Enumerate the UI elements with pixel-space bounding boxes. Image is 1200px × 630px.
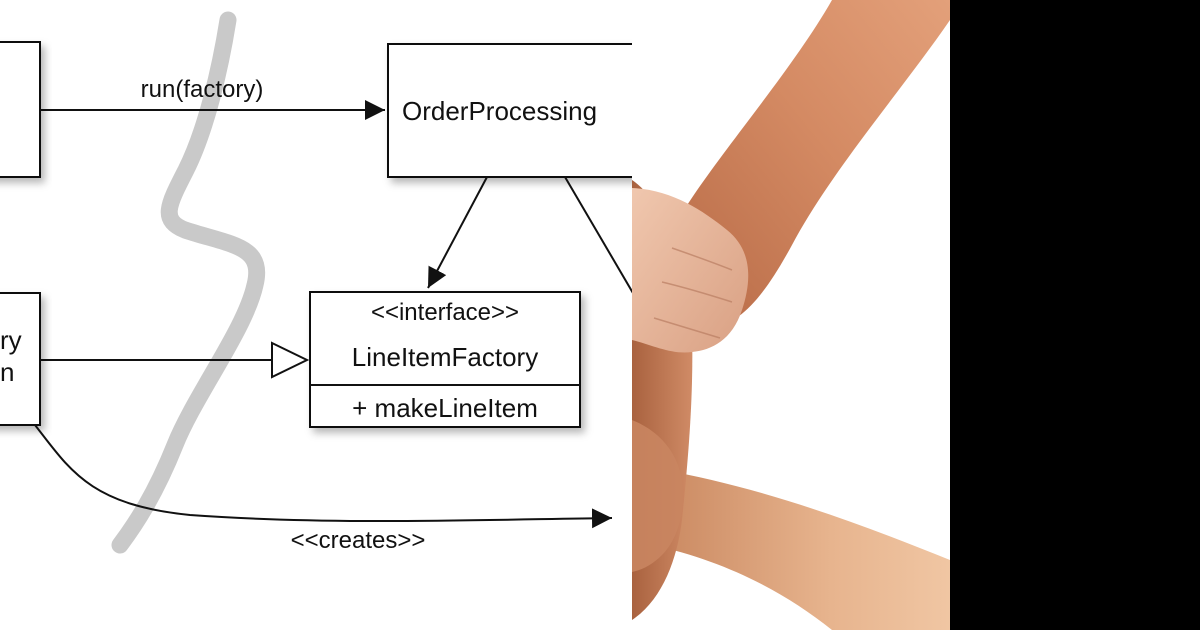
factory-impl-box bbox=[0, 292, 41, 426]
run-label: run(factory) bbox=[141, 76, 264, 103]
factory-impl-label-line2: n bbox=[0, 357, 14, 387]
creates-edge bbox=[34, 424, 613, 529]
main-box bbox=[0, 41, 41, 178]
gripping-hand bbox=[632, 188, 749, 353]
uml-diagram: run(factory) OrderProcessing ry n <<inte… bbox=[0, 11, 632, 554]
boundary-separator-line bbox=[111, 11, 266, 554]
lower-arm bbox=[652, 470, 950, 630]
interface-name: LineItemFactory bbox=[352, 342, 538, 372]
order-processing-label: OrderProcessing bbox=[402, 96, 597, 126]
upper-arm bbox=[684, 0, 950, 330]
realization-arrowhead bbox=[271, 341, 310, 379]
factory-impl-label-line1: ry bbox=[0, 325, 22, 355]
hands-photo bbox=[632, 0, 950, 630]
line-item-factory-box bbox=[309, 291, 581, 428]
interface-stereotype: <<interface>> bbox=[371, 299, 519, 326]
uml-diagram-panel: run(factory) OrderProcessing ry n <<inte… bbox=[0, 11, 632, 554]
creates-label: <<creates>> bbox=[291, 527, 426, 554]
order-processing-box bbox=[387, 43, 632, 178]
order-to-factory-edge bbox=[427, 176, 488, 289]
black-panel bbox=[950, 0, 1200, 630]
joined-arms-image bbox=[632, 0, 950, 630]
order-to-lineitem-edge bbox=[564, 176, 632, 294]
lower-hand bbox=[632, 420, 684, 572]
interface-operation: + makeLineItem bbox=[352, 393, 538, 423]
